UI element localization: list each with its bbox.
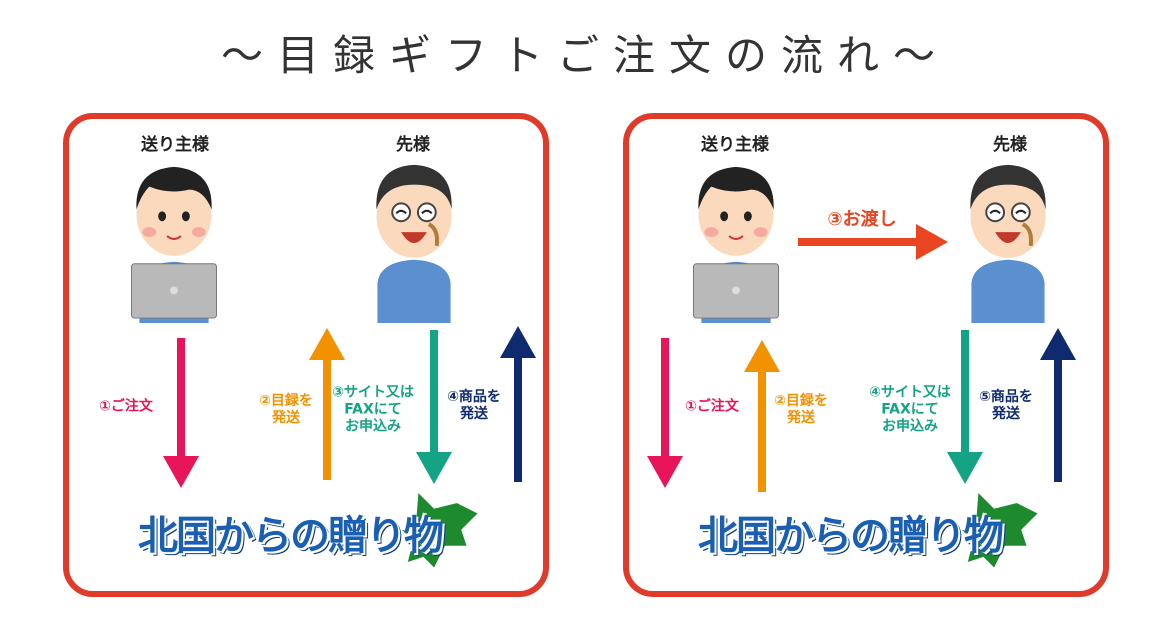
right-flow-panel xyxy=(623,113,1109,597)
order-arrow-down xyxy=(647,338,683,488)
order-arrow-down xyxy=(163,338,199,488)
recipient-label: 先様 xyxy=(993,135,1027,155)
sender-illustration xyxy=(690,155,782,323)
apply-arrow-down xyxy=(947,330,983,484)
brand-logo: 北国からの贈り物 xyxy=(138,513,444,559)
goods-arrow-up xyxy=(500,326,536,482)
step-goods-label: ④商品を発送 xyxy=(447,389,501,422)
goods-arrow-up xyxy=(1040,328,1076,482)
step-order-label: ①ご注文 xyxy=(685,398,739,415)
page-title: ～目録ギフトご注文の流れ～ xyxy=(220,31,949,80)
sender-illustration xyxy=(128,155,220,323)
handover-arrow-right xyxy=(798,224,948,260)
catalog-arrow-up xyxy=(744,340,780,492)
step-goods-label: ⑤商品を発送 xyxy=(979,389,1033,422)
step-handover-label: ③お渡し xyxy=(827,209,897,230)
sender-label: 送り主様 xyxy=(701,135,769,155)
left-flow-panel xyxy=(63,113,549,597)
sender-label: 送り主様 xyxy=(141,135,209,155)
recipient-label: 先様 xyxy=(396,135,430,155)
apply-arrow-down xyxy=(416,330,452,484)
step-catalog-label: ②目録を発送 xyxy=(259,393,313,426)
step-order-label: ①ご注文 xyxy=(99,398,153,415)
catalog-arrow-up xyxy=(309,328,345,480)
recipient-illustration xyxy=(368,155,460,323)
recipient-illustration xyxy=(962,155,1054,323)
step-catalog-label: ②目録を発送 xyxy=(774,393,828,426)
brand-logo: 北国からの贈り物 xyxy=(698,513,1004,559)
